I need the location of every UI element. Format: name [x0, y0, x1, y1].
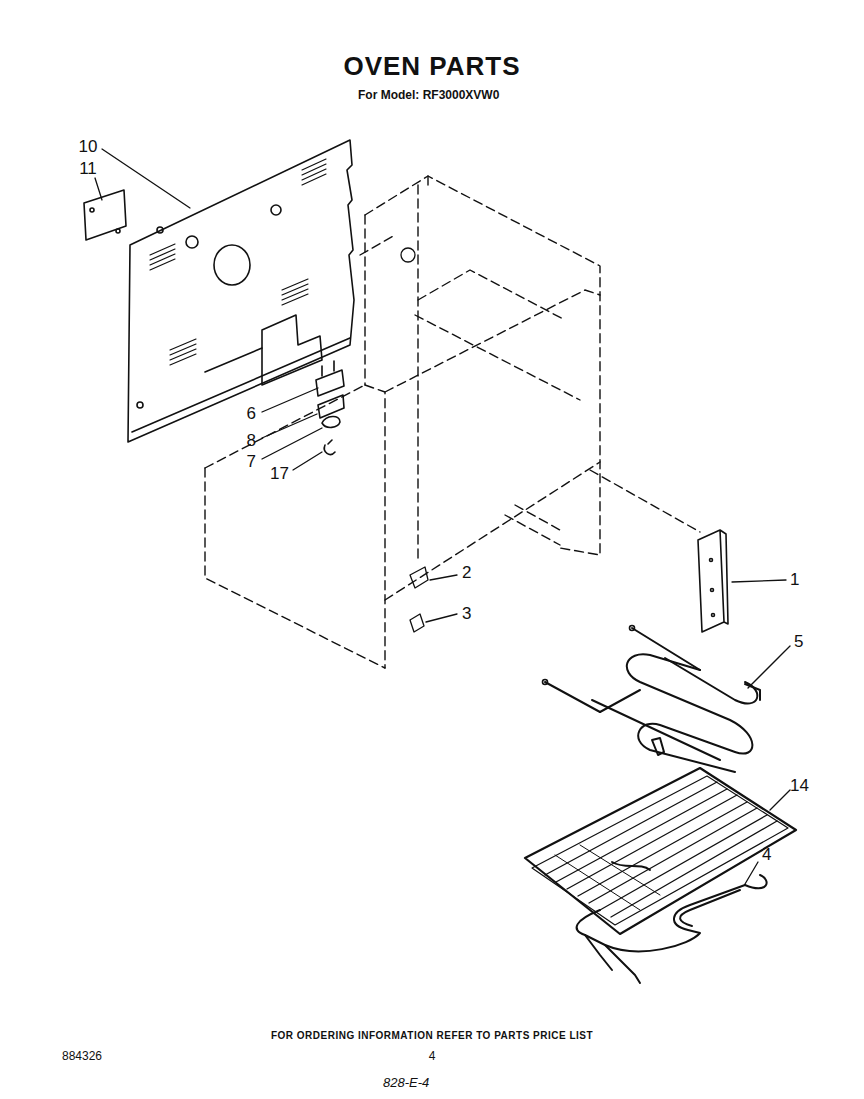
callout-number: 3	[462, 605, 471, 622]
document-number: 884326	[62, 1050, 102, 1062]
callout-number: 17	[270, 465, 289, 482]
back-panel	[128, 140, 354, 442]
title: OVEN PARTS	[343, 53, 520, 79]
callout-number: 10	[79, 138, 98, 155]
callout-number: 11	[79, 160, 97, 177]
callout-number: 6	[247, 405, 256, 422]
model-subtitle: For Model: RF3000XVW0	[358, 89, 499, 101]
callout-number: 5	[794, 633, 803, 650]
bracket	[698, 530, 728, 632]
cover-plate	[84, 190, 126, 240]
callout-number: 1	[790, 571, 799, 588]
leader-lines	[95, 149, 790, 884]
broil-element	[545, 628, 760, 772]
cabinet-outline	[205, 176, 700, 668]
callout-number: 2	[462, 564, 471, 581]
ordering-note: FOR ORDERING INFORMATION REFER TO PARTS …	[271, 1031, 593, 1041]
callout-number: 7	[247, 453, 256, 470]
bake-element	[577, 862, 767, 983]
handwritten-code: 828-E-4	[383, 1076, 429, 1089]
page-number: 4	[429, 1050, 436, 1062]
oven-rack	[525, 768, 796, 934]
callout-number: 8	[247, 432, 256, 449]
callout-number: 14	[790, 777, 809, 794]
callout-number: 4	[762, 846, 771, 863]
